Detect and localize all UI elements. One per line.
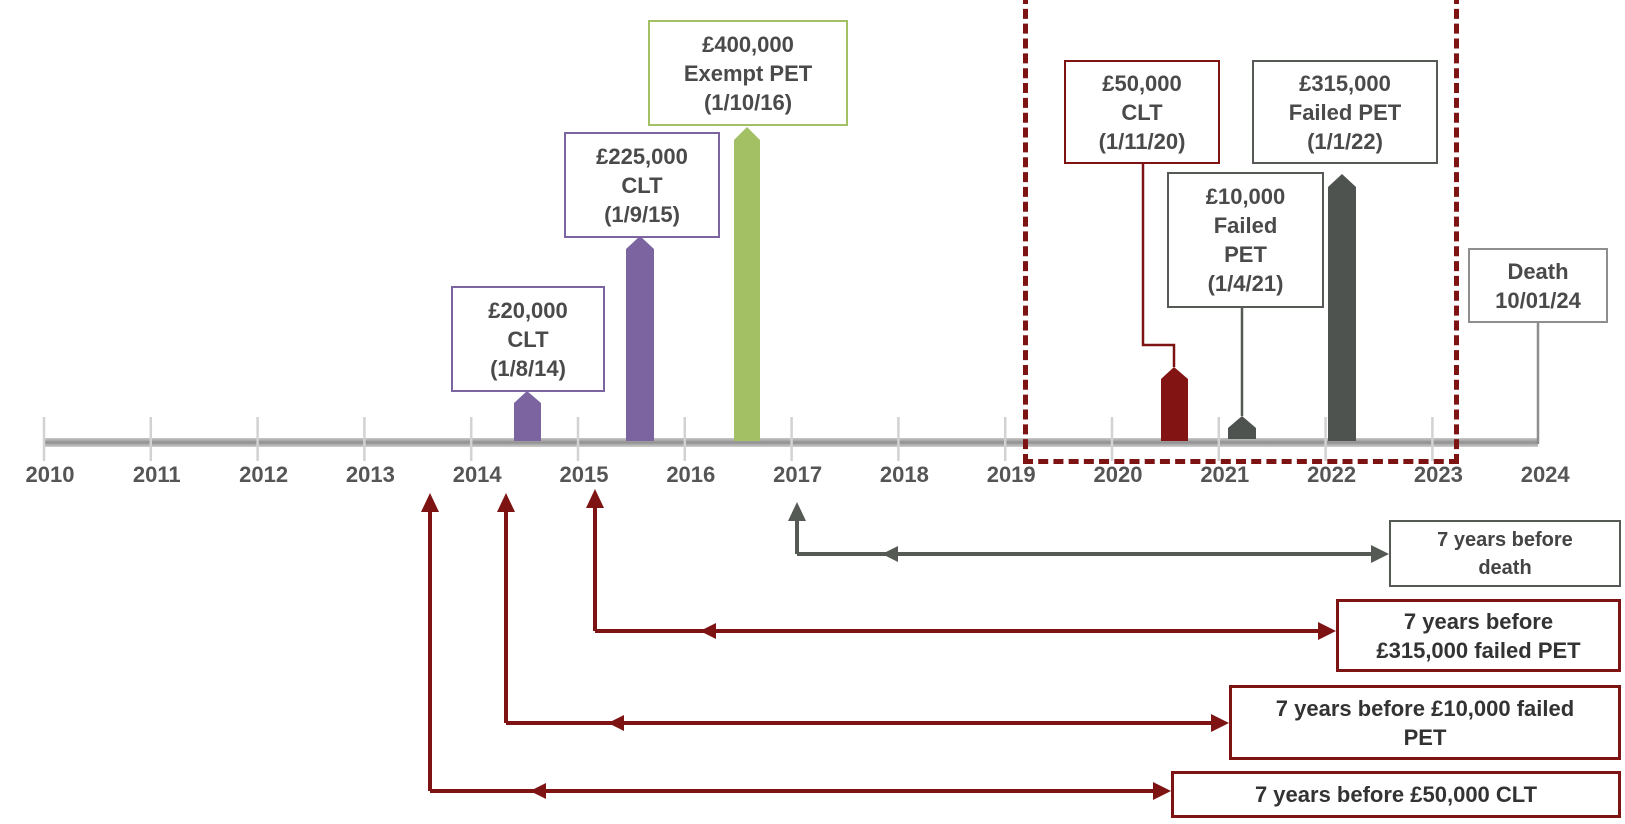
year-label-2011: 2011: [132, 462, 181, 487]
year-ticks: [42, 417, 1434, 461]
arrowhead-right-315000: [1318, 622, 1336, 640]
lookback-line2: £315,000 failed PET: [1376, 637, 1581, 663]
gift-date: (1/4/21): [1207, 271, 1284, 296]
gift-amount: £225,000: [596, 143, 688, 169]
gift-type-line2: PET: [1224, 242, 1267, 267]
gift-column-20000-clt: [514, 391, 541, 441]
year-label-2014: 2014: [452, 462, 502, 487]
gift-column-315000-failed-pet: [1328, 174, 1356, 441]
lookback-box-death: 7 years before death: [1389, 520, 1621, 587]
gift-type: Failed: [1213, 213, 1278, 238]
arrowhead-right-death: [1371, 545, 1389, 563]
arrowhead-up-2014: [497, 493, 515, 512]
death-label: Death: [1507, 258, 1569, 284]
arrowhead-right-50000: [1153, 782, 1171, 800]
year-label-2019: 2019: [986, 462, 1036, 487]
gift-box-10000-failed-pet: £10,000 Failed PET (1/4/21): [1167, 172, 1324, 308]
year-label-2020: 2020: [1093, 462, 1143, 487]
arrowhead-left-10000: [608, 715, 624, 731]
gift-amount: £10,000: [1205, 184, 1286, 209]
arrowhead-right-10000: [1211, 714, 1229, 732]
year-label-2012: 2012: [239, 462, 289, 487]
year-label-2024: 2024: [1520, 462, 1570, 487]
arrowhead-up-2017: [788, 502, 806, 521]
lookback-arrow-50000: [428, 510, 1156, 793]
gift-column-400000-exempt-pet: [734, 127, 760, 441]
year-label-2023: 2023: [1413, 462, 1463, 487]
gift-column-225000-clt: [626, 236, 654, 441]
arrowhead-up-2013: [421, 493, 439, 512]
gift-amount: £50,000: [1102, 70, 1182, 96]
gift-box-315000-failed-pet: £315,000 Failed PET (1/1/22): [1252, 60, 1438, 164]
lookback-line2: PET: [1403, 724, 1447, 750]
gift-amount: £315,000: [1299, 70, 1391, 96]
gift-type: CLT: [507, 326, 549, 352]
year-label-2018: 2018: [879, 462, 929, 487]
lookback-line1: 7 years before £50,000 CLT: [1254, 782, 1538, 807]
lookback-box-315000: 7 years before £315,000 failed PET: [1336, 599, 1621, 672]
gift-type: Failed PET: [1288, 99, 1402, 125]
death-date: 10/01/24: [1495, 287, 1581, 313]
lookback-line1: 7 years before: [1437, 528, 1573, 551]
year-label-2015: 2015: [559, 462, 609, 487]
gift-box-400000-exempt-pet: £400,000 Exempt PET (1/10/16): [648, 20, 848, 126]
gift-box-225000-clt: £225,000 CLT (1/9/15): [564, 132, 720, 238]
lookback-arrow-10000: [504, 510, 1212, 725]
gift-type: CLT: [621, 172, 663, 198]
gift-type: Exempt PET: [683, 60, 813, 86]
gift-column-50000-clt: [1161, 367, 1188, 441]
gift-amount: £400,000: [702, 31, 794, 57]
arrowhead-left-50000: [530, 783, 546, 799]
arrowhead-left-315000: [700, 623, 716, 639]
year-label-2010: 2010: [25, 462, 75, 487]
leader-line-50000-clt: [1141, 162, 1176, 367]
gift-date: (1/9/15): [604, 201, 680, 227]
gift-type: CLT: [1121, 99, 1163, 125]
arrowhead-left-death: [882, 546, 898, 562]
year-label-2021: 2021: [1200, 462, 1250, 487]
gift-box-50000-clt: £50,000 CLT (1/11/20): [1064, 60, 1220, 164]
year-label-2013: 2013: [345, 462, 395, 487]
lookback-arrow-death: [795, 516, 1375, 556]
year-label-2017: 2017: [773, 462, 823, 487]
gift-date: (1/11/20): [1098, 128, 1186, 154]
lookback-arrow-315000: [593, 506, 1320, 633]
gift-date: (1/8/14): [490, 355, 566, 381]
gift-box-20000-clt: £20,000 CLT (1/8/14): [451, 286, 605, 392]
arrowhead-up-2015: [586, 489, 604, 508]
lookback-line1: 7 years before: [1403, 608, 1554, 634]
lookback-line2: death: [1478, 556, 1532, 579]
death-box: Death 10/01/24: [1468, 248, 1608, 323]
lookback-line1: 7 years before £10,000 failed: [1275, 695, 1575, 721]
year-label-2022: 2022: [1307, 462, 1357, 487]
gift-date: (1/10/16): [703, 89, 793, 115]
gift-date: (1/1/22): [1307, 128, 1383, 154]
lookback-box-10000: 7 years before £10,000 failed PET: [1229, 685, 1621, 760]
lookback-box-50000: 7 years before £50,000 CLT: [1171, 771, 1621, 818]
year-label-2016: 2016: [666, 462, 716, 487]
gift-amount: £20,000: [488, 297, 568, 323]
gift-column-10000-failed-pet: [1228, 416, 1256, 439]
